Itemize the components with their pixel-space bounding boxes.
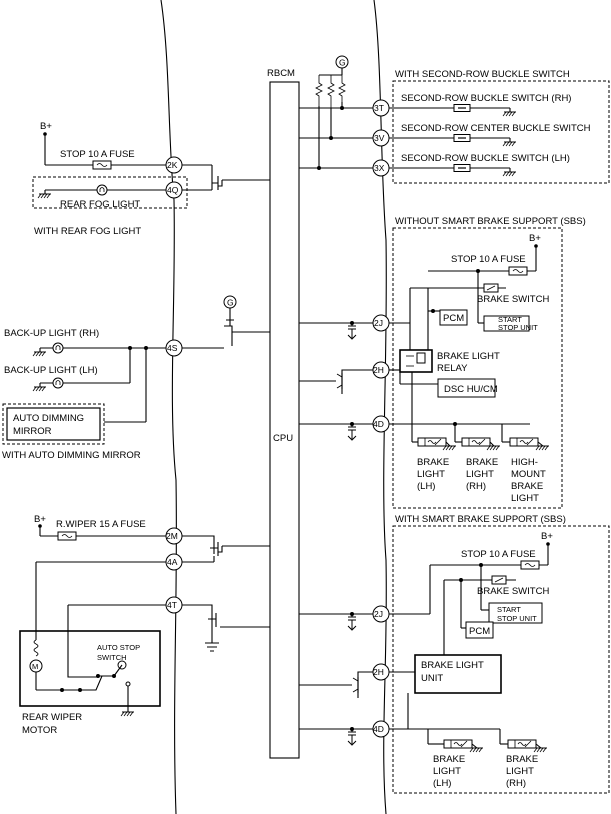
ground-marker-left: G [227, 298, 234, 308]
ground-marker-top: G [339, 58, 346, 68]
rear-wiper-label-2: MOTOR [22, 725, 57, 736]
connector-3X: 3X [372, 159, 390, 177]
svg-text:2J: 2J [374, 609, 383, 619]
connector-2H-nosbs: 2H [372, 361, 390, 379]
svg-text:3X: 3X [374, 163, 385, 173]
bl-unit-label-2: UNIT [421, 673, 443, 684]
bl-rh-sbs-2: LIGHT [506, 766, 534, 777]
with-rear-fog-label: WITH REAR FOG LIGHT [34, 226, 141, 237]
bl-lh-sbs-1: BRAKE [433, 754, 465, 765]
bl-rh-sbs-3: (RH) [506, 778, 526, 789]
stop-fuse-sbs-label: STOP 10 A FUSE [461, 549, 536, 560]
svg-text:3T: 3T [374, 103, 384, 113]
stop-fuse-nosbs-label: STOP 10 A FUSE [451, 254, 526, 265]
relay-label-1: BRAKE LIGHT [437, 351, 500, 362]
connector-4S: 4S [165, 339, 183, 357]
bl-lh-sbs-3: (LH) [433, 778, 451, 789]
cpu-label: CPU [273, 433, 293, 444]
rear-wiper-label-1: REAR WIPER [22, 712, 82, 723]
brake-switch-nosbs-label: BRAKE SWITCH [477, 294, 549, 305]
hmbl-2: MOUNT [511, 469, 546, 480]
buckle-lh-label: SECOND-ROW BUCKLE SWITCH (LH) [401, 153, 570, 164]
hmbl-1: HIGH- [511, 457, 538, 468]
svg-text:4D: 4D [373, 419, 384, 429]
bl-lh-nosbs-1: BRAKE [417, 457, 449, 468]
start-stop-nosbs-1: START [498, 315, 522, 324]
svg-text:2H: 2H [373, 667, 384, 677]
svg-text:2M: 2M [166, 531, 178, 541]
start-stop-sbs-1: START [497, 605, 521, 614]
dsc-label: DSC HU/CM [444, 384, 498, 395]
bl-rh-sbs-1: BRAKE [506, 754, 538, 765]
svg-text:4Q: 4Q [167, 185, 179, 195]
connector-4A: 4A [165, 553, 183, 571]
auto-stop-label-1: AUTO STOP [97, 643, 140, 652]
rear-fog-light-label: REAR FOG LIGHT [60, 199, 140, 210]
auto-dim-label-2: MIRROR [13, 426, 52, 437]
bl-rh-nosbs-3: (RH) [466, 481, 486, 492]
connector-2J-sbs: 2J [372, 605, 390, 623]
stop-fuse-left-label: STOP 10 A FUSE [60, 149, 135, 160]
connector-2M: 2M [165, 527, 183, 545]
bl-lh-nosbs-2: LIGHT [417, 469, 445, 480]
svg-text:4T: 4T [167, 600, 177, 610]
buckle-center-label: SECOND-ROW CENTER BUCKLE SWITCH [401, 123, 591, 134]
with-auto-dim-label: WITH AUTO DIMMING MIRROR [2, 450, 141, 461]
bl-lh-sbs-2: LIGHT [433, 766, 461, 777]
start-stop-nosbs-2: STOP UNIT [498, 323, 538, 332]
connector-4Q: 4Q [165, 181, 183, 199]
backup-rh-label: BACK-UP LIGHT (RH) [4, 328, 99, 339]
connector-4D-nosbs: 4D [372, 415, 390, 433]
buckle-rh-label: SECOND-ROW BUCKLE SWITCH (RH) [401, 93, 571, 104]
b-plus-3: B+ [34, 514, 46, 525]
brake-switch-sbs-label: BRAKE SWITCH [477, 586, 549, 597]
b-plus-4: B+ [541, 531, 553, 542]
bl-lh-nosbs-3: (LH) [417, 481, 435, 492]
svg-text:4A: 4A [167, 557, 178, 567]
with-sbs-title: WITH SMART BRAKE SUPPORT (SBS) [395, 514, 566, 525]
bl-unit-label-1: BRAKE LIGHT [421, 660, 484, 671]
svg-text:2K: 2K [167, 160, 178, 170]
b-plus-2: B+ [529, 233, 541, 244]
svg-text:2J: 2J [374, 318, 383, 328]
motor-symbol: M [32, 662, 38, 671]
connector-4D-sbs: 4D [372, 720, 390, 738]
without-sbs-title: WITHOUT SMART BRAKE SUPPORT (SBS) [395, 216, 586, 227]
connector-2K: 2K [165, 156, 183, 174]
b-plus-1: B+ [40, 121, 52, 132]
connector-4T: 4T [165, 596, 183, 614]
buckle-title: WITH SECOND-ROW BUCKLE SWITCH [395, 69, 570, 80]
svg-text:2H: 2H [373, 365, 384, 375]
backup-lh-label: BACK-UP LIGHT (LH) [4, 365, 98, 376]
hmbl-4: LIGHT [511, 493, 539, 504]
connector-3T: 3T [372, 99, 390, 117]
rbcm-title: RBCM [267, 68, 295, 79]
pcm-nosbs: PCM [443, 313, 464, 324]
hmbl-3: BRAKE [511, 481, 543, 492]
pcm-sbs: PCM [469, 626, 490, 637]
svg-text:4D: 4D [373, 724, 384, 734]
bl-rh-nosbs-2: LIGHT [466, 469, 494, 480]
relay-label-2: RELAY [437, 363, 468, 374]
auto-stop-label-2: SWITCH [97, 653, 127, 662]
start-stop-sbs-2: STOP UNIT [497, 614, 537, 623]
connector-2H-sbs: 2H [372, 663, 390, 681]
svg-text:4S: 4S [167, 343, 178, 353]
connector-2J-nosbs: 2J [372, 314, 390, 332]
svg-text:3V: 3V [374, 133, 385, 143]
connector-3V: 3V [372, 129, 390, 147]
auto-dim-label-1: AUTO DIMMING [13, 413, 84, 424]
bl-rh-nosbs-1: BRAKE [466, 457, 498, 468]
rwiper-fuse-label: R.WIPER 15 A FUSE [56, 519, 146, 530]
